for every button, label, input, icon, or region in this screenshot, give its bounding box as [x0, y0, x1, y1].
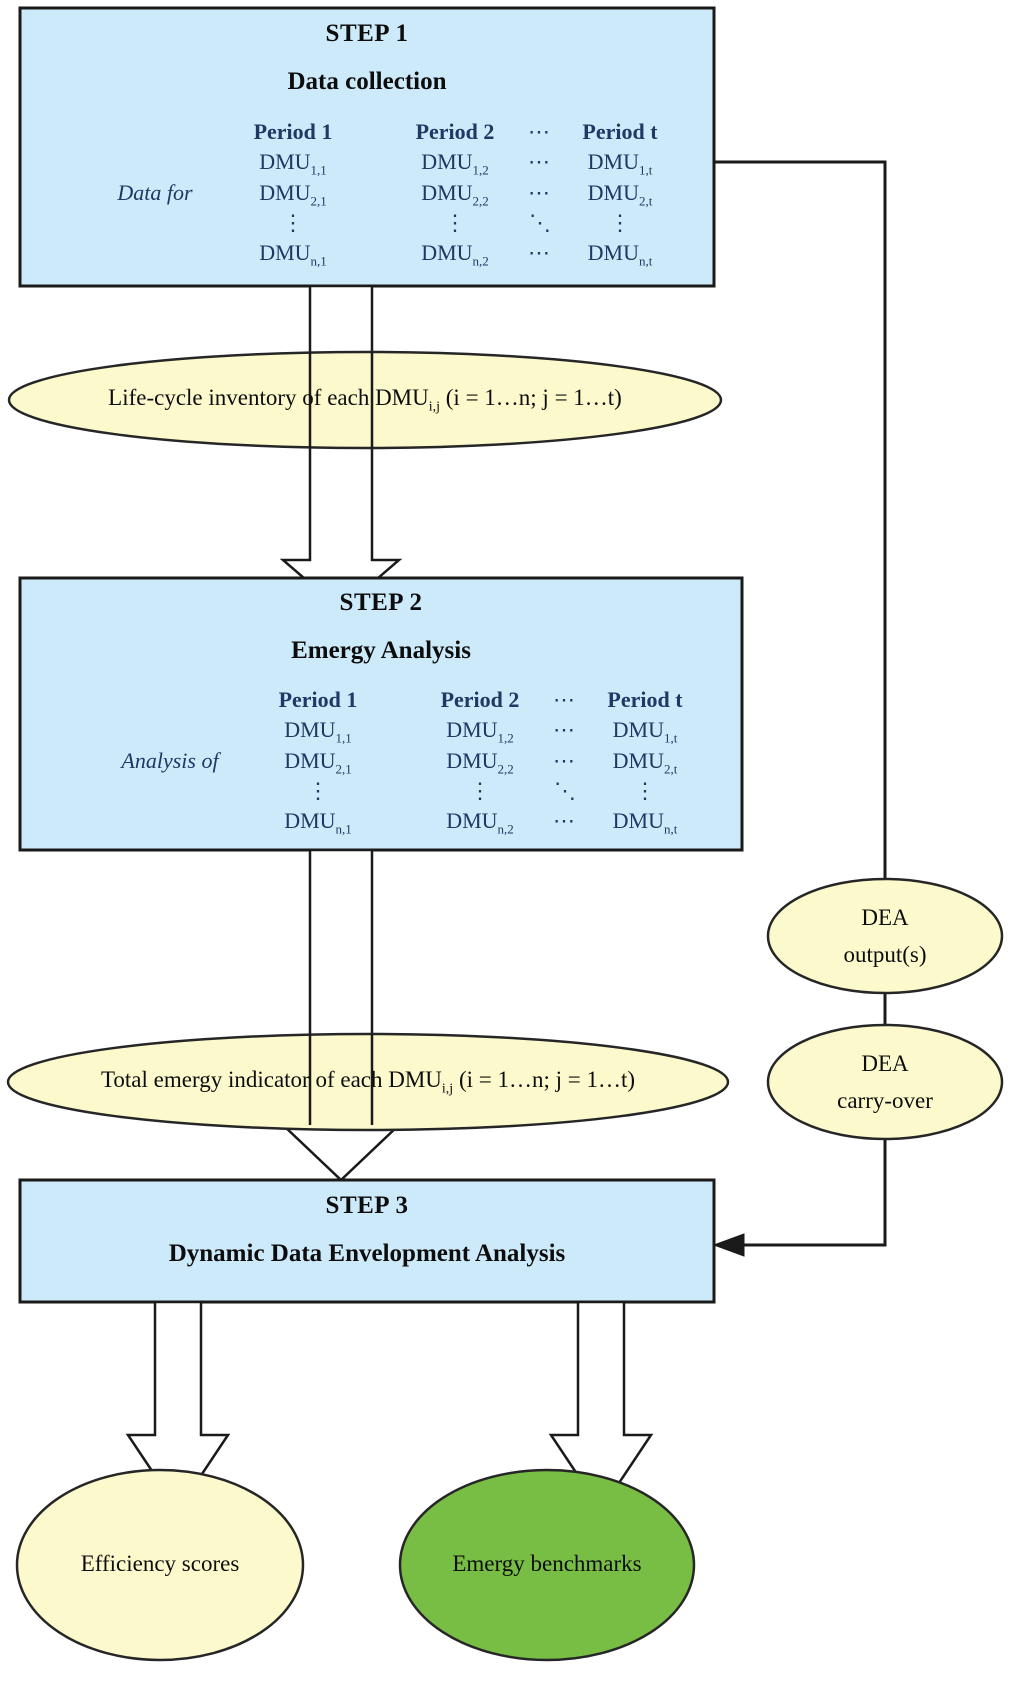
step1-header-period-1: Period 1 [253, 119, 333, 144]
step1-vdots-1: ⋮ [282, 210, 304, 235]
step1-cell-1-2: DMU1,2 [421, 149, 489, 178]
step2-hdots-1: ⋯ [553, 717, 577, 742]
step2-header-period-1: Period 1 [278, 687, 358, 712]
dea-carryover-line1: DEA [861, 1051, 909, 1076]
ellipse-lci[interactable] [7, 350, 723, 450]
step2-header-period-t: Period t [607, 687, 683, 712]
step1-cell-2-t: DMU2,t [587, 180, 653, 209]
ellipse-emergy-indicator[interactable] [6, 1032, 730, 1132]
step2-cell-1-t: DMU1,t [612, 717, 678, 746]
step2-vdots-2: ⋮ [469, 778, 491, 803]
step1-title: STEP 1 [325, 20, 409, 47]
step2-hdots-n: ⋯ [553, 808, 577, 833]
step3-title: STEP 3 [325, 1192, 409, 1219]
step2-vdots-1: ⋮ [307, 778, 329, 803]
lci-text-after: (i = 1…n; j = 1…t) [440, 385, 622, 410]
step2-cell-n-1: DMUn,1 [284, 808, 352, 837]
block-arrow-step3-efficiency [125, 1300, 231, 1513]
step1-cell-1-t: DMU1,t [587, 149, 653, 178]
step2-cell-1-1: DMU1,1 [284, 717, 352, 746]
step2-subtitle: Emergy Analysis [291, 637, 471, 664]
step2-box[interactable] [18, 576, 744, 852]
lci-text-before: Life-cycle inventory of each DMU [108, 385, 429, 410]
dea-outputs-line1: DEA [861, 905, 909, 930]
step1-row-label: Data for [117, 180, 193, 205]
step2-cell-1-2: DMU1,2 [446, 717, 514, 746]
step2-header-period-2: Period 2 [440, 687, 520, 712]
ellipse-dea-carryover[interactable] [766, 1023, 1004, 1141]
step2-ddots: ⋱ [554, 778, 576, 803]
ellipse-emergy-benchmarks[interactable] [398, 1468, 696, 1662]
step2-cell-2-2: DMU2,2 [446, 748, 514, 777]
step1-hdots-1: ⋯ [528, 149, 552, 174]
step1-cell-1-1: DMU1,1 [259, 149, 327, 178]
connector-carryover-to-step3 [712, 1138, 887, 1257]
step2-cell-n-2: DMUn,2 [446, 808, 514, 837]
ellipse-lci-label: Life-cycle inventory of each DMUi,j (i =… [108, 385, 622, 416]
emergy-benchmarks-label: Emergy benchmarks [452, 1551, 642, 1576]
step3-subtitle: Dynamic Data Envelopment Analysis [168, 1240, 566, 1267]
step1-hdots-2: ⋯ [528, 180, 552, 205]
step1-header-period-2: Period 2 [415, 119, 495, 144]
step1-vdots-t: ⋮ [609, 210, 631, 235]
indicator-text-after: (i = 1…n; j = 1…t) [453, 1067, 636, 1092]
step1-hdots-n: ⋯ [528, 240, 552, 265]
lci-subscript: i,j [428, 399, 441, 415]
step1-subtitle: Data collection [287, 68, 447, 95]
step2-header-hdots: ⋯ [553, 687, 577, 712]
arrow-shaft-overlay-2 [308, 1034, 374, 1125]
connector-step1-to-dea-outputs [714, 160, 887, 880]
ellipse-emergy-indicator-label: Total emergy indicator of each DMUi,j (i… [101, 1067, 635, 1098]
step2-vdots-t: ⋮ [634, 778, 656, 803]
step1-ddots: ⋱ [529, 210, 551, 235]
step3-box[interactable] [18, 1178, 716, 1304]
step1-header-hdots: ⋯ [528, 119, 552, 144]
block-arrow-step3-benchmarks [548, 1300, 654, 1513]
dea-outputs-line2: output(s) [843, 942, 927, 967]
step1-box[interactable] [18, 6, 716, 288]
step2-cell-2-1: DMU2,1 [284, 748, 352, 777]
step1-cell-n-t: DMUn,t [587, 240, 653, 269]
step2-hdots-2: ⋯ [553, 748, 577, 773]
step1-cell-2-2: DMU2,2 [421, 180, 489, 209]
step2-cell-n-t: DMUn,t [612, 808, 678, 837]
dea-carryover-line2: carry-over [837, 1088, 933, 1113]
indicator-subscript: i,j [441, 1081, 454, 1097]
ellipse-efficiency-scores[interactable] [15, 1468, 305, 1662]
ellipse-dea-outputs[interactable] [766, 877, 1004, 995]
step2-cell-2-t: DMU2,t [612, 748, 678, 777]
step1-cell-n-2: DMUn,2 [421, 240, 489, 269]
arrow-shaft-overlay-1 [308, 352, 374, 448]
step1-cell-2-1: DMU2,1 [259, 180, 327, 209]
step1-cell-n-1: DMUn,1 [259, 240, 327, 269]
step2-row-label: Analysis of [121, 748, 219, 773]
step2-title: STEP 2 [339, 589, 423, 616]
step1-vdots-2: ⋮ [444, 210, 466, 235]
efficiency-scores-label: Efficiency scores [80, 1551, 240, 1576]
indicator-text-before: Total emergy indicator of each DMU [100, 1067, 442, 1092]
step1-header-period-t: Period t [582, 119, 658, 144]
